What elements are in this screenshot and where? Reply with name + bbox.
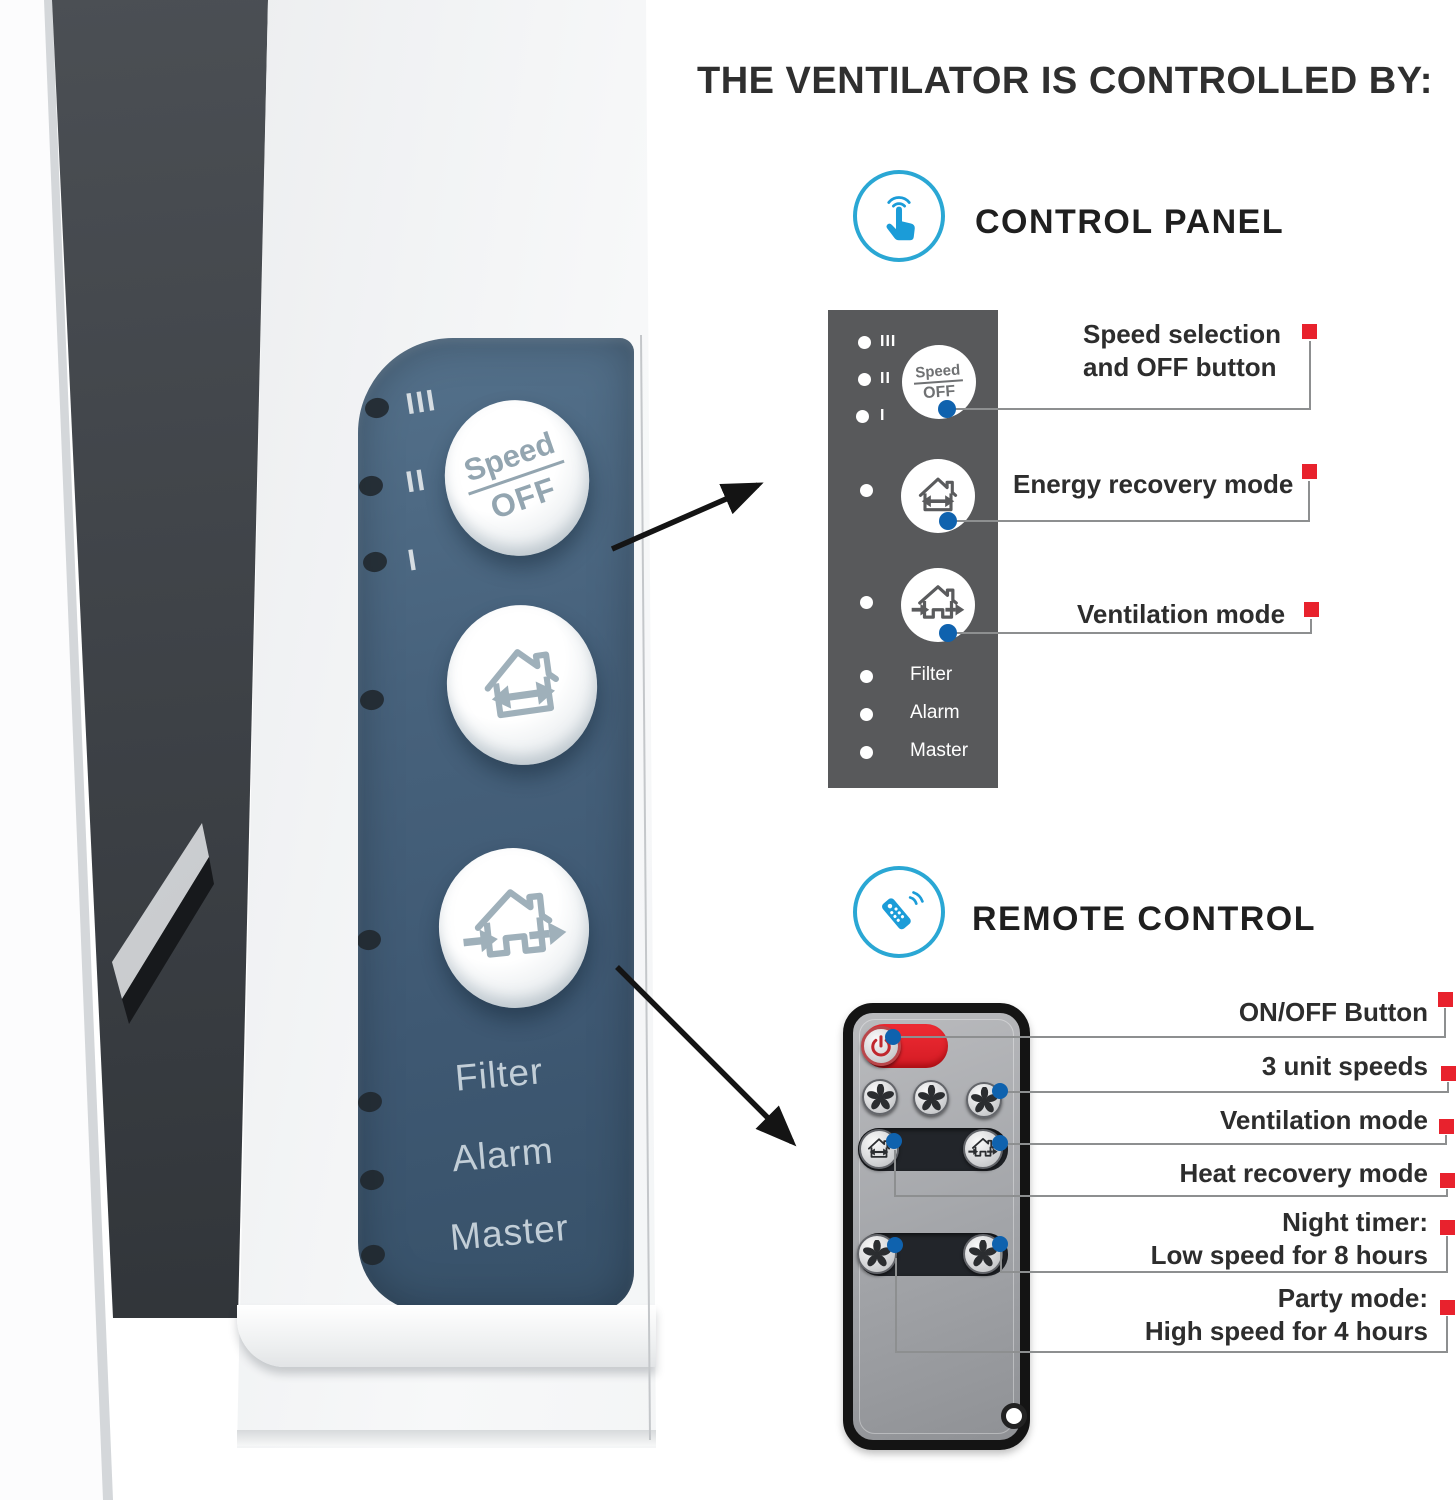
control-panel-heading: CONTROL PANEL xyxy=(975,203,1285,241)
remote-speed2-button[interactable] xyxy=(913,1080,949,1116)
led-filter xyxy=(358,1090,384,1114)
callout-party-mode: Party mode: High speed for 4 hours xyxy=(1145,1282,1428,1349)
marker-party xyxy=(1440,1300,1455,1315)
power-icon xyxy=(871,1035,891,1057)
remote-speed1-button[interactable] xyxy=(862,1079,898,1115)
callout-night-timer: Night timer: Low speed for 8 hours xyxy=(1151,1206,1428,1273)
remote-control-bullet xyxy=(853,866,945,958)
diagram-filter-label: Filter xyxy=(910,664,953,685)
diagram-led-speed-2 xyxy=(858,373,871,386)
house-energy-icon xyxy=(918,477,958,512)
page-title: THE VENTILATOR IS CONTROLLED BY: xyxy=(697,60,1433,102)
diagram-led-master xyxy=(860,746,873,759)
marker-onoff xyxy=(1438,992,1453,1007)
ventilation-button[interactable] xyxy=(431,840,597,1016)
marker-3speeds xyxy=(1441,1066,1456,1081)
diagram-led-ventilation xyxy=(860,596,873,609)
remote-night-timer-button[interactable] xyxy=(857,1234,897,1274)
house-vent-icon xyxy=(911,584,965,620)
marker-ventilation xyxy=(1304,602,1319,617)
callout-line: and OFF button xyxy=(1083,352,1277,383)
fan-icon xyxy=(866,1083,894,1111)
remote-icon xyxy=(879,891,924,933)
diagram-speed-label-bottom: OFF xyxy=(923,382,957,402)
led-speed-1 xyxy=(361,550,389,574)
led-ventilation-mode xyxy=(358,928,383,952)
callout-speed-selection: Speed selection and OFF button xyxy=(1083,318,1281,385)
marker-remote-vent xyxy=(1439,1119,1454,1134)
diagram-ventilation-button[interactable] xyxy=(901,568,975,642)
fan-icon xyxy=(917,1084,945,1112)
control-panel-diagram: III II I Speed OFF Filter Alarm Master xyxy=(828,310,998,788)
panel-master-label: Master xyxy=(448,1206,571,1259)
marker-heat xyxy=(1440,1173,1455,1188)
led-master xyxy=(359,1243,387,1267)
speed-level-3-label: III xyxy=(403,383,440,422)
diagram-speed-2-label: II xyxy=(880,370,891,387)
led-energy-mode xyxy=(358,688,386,712)
callout-line: Night timer: xyxy=(1282,1207,1428,1237)
fan-icon xyxy=(970,1086,998,1114)
diagram-led-filter xyxy=(860,670,873,683)
diagram-led-alarm xyxy=(860,708,873,721)
callout-line: Party mode: xyxy=(1277,1283,1428,1313)
callout-3-speeds: 3 unit speeds xyxy=(1261,1051,1428,1081)
fan-icon xyxy=(969,1240,997,1268)
remote-ventilation-button[interactable] xyxy=(963,1129,1003,1169)
remote-heat-recovery-button[interactable] xyxy=(859,1129,899,1169)
fan-icon xyxy=(863,1240,891,1268)
device-control-panel: III II I Speed OFF Filter Alarm Master xyxy=(358,338,634,1312)
callout-onoff: ON/OFF Button xyxy=(1238,997,1428,1027)
diagram-led-speed-3 xyxy=(858,336,871,349)
diagram-energy-recovery-button[interactable] xyxy=(901,459,975,533)
callout-remote-ventilation: Ventilation mode xyxy=(1219,1105,1428,1135)
house-vent-icon xyxy=(968,1137,998,1157)
remote-speed3-button[interactable] xyxy=(966,1082,1002,1118)
callout-line: Speed selection xyxy=(1083,319,1281,349)
energy-recovery-button[interactable] xyxy=(436,595,608,775)
speed-level-2-label: II xyxy=(403,463,430,500)
panel-filter-label: Filter xyxy=(453,1050,545,1099)
remote-party-mode-button[interactable] xyxy=(963,1234,1003,1274)
diagram-alarm-label: Alarm xyxy=(910,702,960,723)
led-speed-3 xyxy=(363,396,391,420)
control-panel-bullet xyxy=(853,170,945,262)
connector-3speeds xyxy=(1000,1082,1449,1093)
diagram-speed-3-label: III xyxy=(880,333,897,350)
touch-icon xyxy=(885,196,917,242)
callout-line: Low speed for 8 hours xyxy=(1150,1240,1428,1271)
marker-energy xyxy=(1302,464,1317,479)
callout-heat-recovery: Heat recovery mode xyxy=(1179,1158,1428,1188)
house-energy-icon xyxy=(464,627,579,742)
marker-night xyxy=(1440,1220,1455,1235)
remote-control-heading: REMOTE CONTROL xyxy=(972,900,1316,938)
speed-level-1-label: I xyxy=(405,543,421,578)
callout-energy-recovery: Energy recovery mode xyxy=(1013,469,1294,499)
remote-power-button[interactable] xyxy=(861,1026,901,1066)
speed-off-button[interactable]: Speed OFF xyxy=(432,388,602,568)
led-alarm xyxy=(358,1168,386,1192)
diagram-speed-1-label: I xyxy=(880,407,886,424)
callout-line: High speed for 4 hours xyxy=(1144,1316,1428,1347)
remote-control-device xyxy=(843,1003,1030,1450)
device-base-lip xyxy=(237,1305,656,1367)
device-base-shadow xyxy=(237,1430,656,1446)
diagram-led-speed-1 xyxy=(856,410,869,423)
house-energy-icon xyxy=(867,1138,891,1158)
diagram-led-energy xyxy=(860,484,873,497)
house-vent-icon xyxy=(456,870,572,986)
diagram-speed-off-button[interactable]: Speed OFF xyxy=(902,345,976,419)
lanyard-hole xyxy=(1001,1403,1027,1429)
panel-alarm-label: Alarm xyxy=(450,1129,556,1180)
diagram-speed-label-top: Speed xyxy=(913,360,964,385)
led-speed-2 xyxy=(358,474,385,498)
marker-speed xyxy=(1302,324,1317,339)
diagram-master-label: Master xyxy=(910,740,969,761)
callout-ventilation-mode: Ventilation mode xyxy=(1077,599,1286,629)
